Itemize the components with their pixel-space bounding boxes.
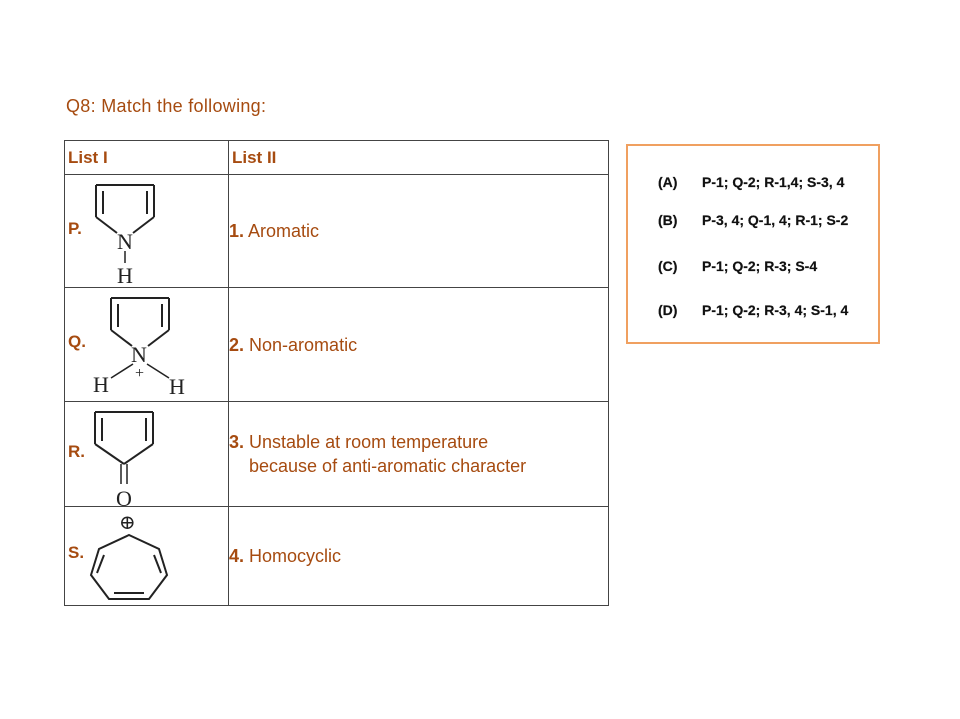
table-row: P. N H 1. Aromatic (64, 174, 609, 290)
table-header-row: List I List II (64, 140, 609, 175)
list-1-cell-s: S. ⊕ (64, 506, 229, 606)
tropylium-structure: ⊕ (87, 509, 173, 610)
match-table: List I List II P. N H (64, 140, 609, 606)
item-label-q: Q. (68, 332, 86, 351)
list-2-cell-2: 2. Non-aromatic (228, 287, 609, 402)
nitrogen-atom: N (131, 342, 147, 367)
positive-charge: + (135, 365, 144, 382)
list-1-header: List I (64, 140, 229, 175)
item-text-2: Non-aromatic (249, 334, 358, 355)
item-text-3: Unstable at room temperature (249, 432, 489, 452)
option-a-text: P-1; Q-2; R-1,4; S-3, 4 (702, 174, 845, 190)
item-text-4: Homocyclic (249, 546, 342, 566)
tropylium-charge: ⊕ (119, 512, 136, 534)
option-b-key: (B) (658, 212, 678, 228)
item-label-r: R. (68, 442, 85, 461)
option-c[interactable]: (C) P-1; Q-2; R-3; S-4 (658, 258, 817, 274)
option-c-text: P-1; Q-2; R-3; S-4 (702, 258, 818, 274)
option-d-key: (D) (658, 302, 678, 318)
list-2-header: List II (228, 140, 609, 175)
answer-options-box: (A) P-1; Q-2; R-1,4; S-3, 4 (B) P-3, 4; Q-… (626, 144, 880, 344)
item-number-2: 2. (229, 334, 245, 355)
option-d-text: P-1; Q-2; R-3, 4; S-1, 4 (702, 302, 849, 318)
item-label-p: P. (68, 219, 82, 238)
table-row: R. O 3. Unstable at room t (64, 401, 609, 511)
pyrrolium-structure: N + H H (91, 292, 191, 405)
hydrogen-atom-left: H (93, 372, 109, 397)
option-c-key: (C) (658, 258, 678, 274)
table-row: S. ⊕ 4. Homocyclic (64, 506, 609, 606)
list-1-cell-p: P. N H (64, 174, 229, 290)
option-d[interactable]: (D) P-1; Q-2; R-3, 4; S-1, 4 (658, 302, 848, 318)
cyclopentadienone-structure: O (89, 406, 159, 515)
nitrogen-atom: N (117, 229, 133, 254)
hydrogen-atom-right: H (169, 374, 185, 399)
option-a-key: (A) (658, 174, 678, 190)
list-2-cell-4: 4. Homocyclic (228, 506, 609, 606)
list-2-cell-3: 3. Unstable at room temperature because … (228, 401, 609, 507)
option-b-text: P-3, 4; Q-1, 4; R-1; S-2 (702, 212, 849, 228)
item-text-3-line-2: because of anti-aromatic character (249, 456, 527, 476)
question-title: Q8: Match the following: (66, 96, 267, 116)
item-number-3: 3. (229, 432, 245, 452)
item-number-4: 4. (229, 546, 245, 566)
pyrrole-structure: N H (91, 179, 161, 290)
option-a[interactable]: (A) P-1; Q-2; R-1,4; S-3, 4 (658, 174, 845, 190)
oxygen-atom: O (116, 486, 132, 510)
item-number-1: 1. (229, 221, 245, 241)
list-2-cell-1: 1. Aromatic (228, 174, 609, 288)
hydrogen-atom: H (117, 263, 133, 285)
option-b[interactable]: (B) P-3, 4; Q-1, 4; R-1; S-2 (658, 212, 848, 228)
list-1-cell-q: Q. N + H H (64, 287, 229, 405)
item-text-1: Aromatic (248, 221, 320, 241)
item-label-s: S. (68, 543, 85, 562)
table-row: Q. N + H H 2. (64, 287, 609, 405)
list-1-cell-r: R. O (64, 401, 229, 511)
